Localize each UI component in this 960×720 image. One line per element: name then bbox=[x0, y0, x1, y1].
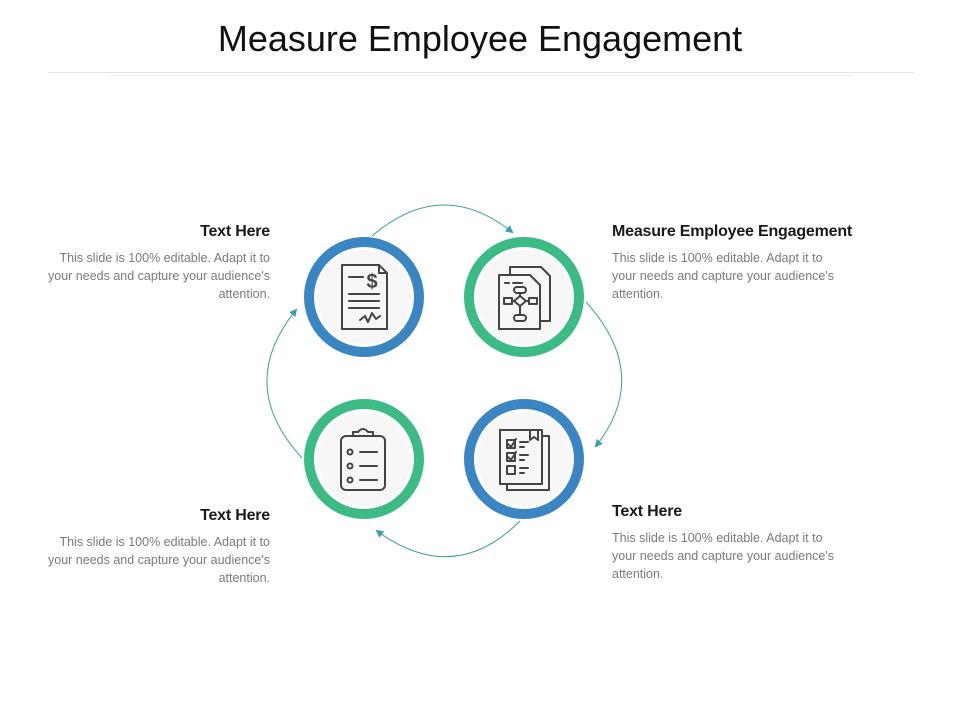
arrow-top bbox=[371, 204, 514, 237]
title-divider-shadow bbox=[108, 75, 853, 76]
node-top-left: $ bbox=[304, 237, 424, 357]
block-heading: Measure Employee Engagement bbox=[612, 223, 853, 240]
block-body: This slide is 100% editable. Adapt it to… bbox=[48, 251, 270, 301]
invoice-dollar-icon: $ bbox=[341, 264, 388, 330]
text-block-bottom-right: Text Here This slide is 100% editable. A… bbox=[612, 503, 902, 583]
page-title: Measure Employee Engagement bbox=[217, 18, 743, 59]
node-bottom-left bbox=[304, 399, 424, 519]
clipboard-list-icon bbox=[340, 428, 386, 491]
arrow-right bbox=[585, 301, 623, 448]
title-divider bbox=[48, 72, 914, 73]
arrow-bottom bbox=[375, 520, 521, 558]
node-bottom-right bbox=[464, 399, 584, 519]
block-heading: Text Here bbox=[200, 223, 270, 240]
svg-text:$: $ bbox=[366, 271, 377, 293]
text-block-bottom-left: Text Here This slide is 100% editable. A… bbox=[0, 507, 270, 587]
node-top-right bbox=[464, 237, 584, 357]
block-body: This slide is 100% editable. Adapt it to… bbox=[612, 251, 834, 301]
text-block-top-right: Measure Employee Engagement This slide i… bbox=[612, 223, 912, 303]
block-body: This slide is 100% editable. Adapt it to… bbox=[48, 535, 270, 585]
checklist-document-icon bbox=[499, 429, 550, 491]
flowchart-document-icon bbox=[498, 266, 551, 330]
block-heading: Text Here bbox=[200, 507, 270, 524]
block-body: This slide is 100% editable. Adapt it to… bbox=[612, 531, 834, 581]
arrow-left bbox=[266, 308, 303, 459]
text-block-top-left: Text Here This slide is 100% editable. A… bbox=[0, 223, 270, 303]
block-heading: Text Here bbox=[612, 503, 682, 520]
